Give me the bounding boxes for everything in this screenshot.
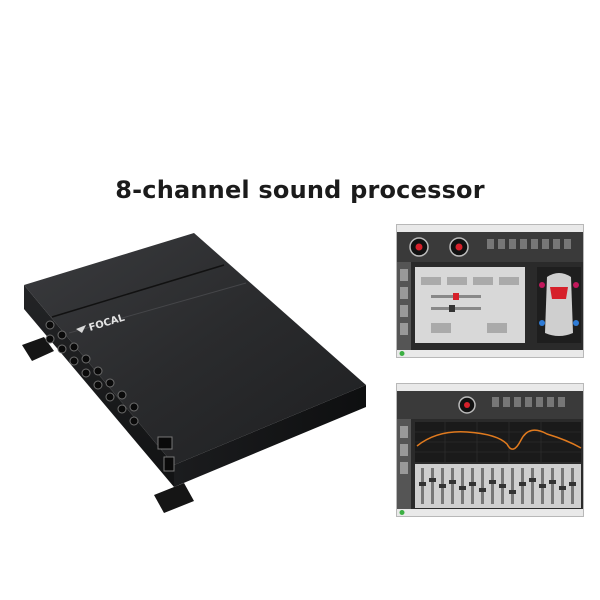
focal-logo-icon	[76, 325, 86, 333]
mounting-tab-front	[154, 483, 194, 513]
eq-curve-icon	[416, 429, 582, 450]
headline: 8-channel sound processor	[115, 176, 485, 204]
power-connector-icon	[157, 436, 175, 472]
dsp-device-photo: FOCAL	[14, 225, 374, 529]
software-screenshot-equalizer	[396, 383, 584, 517]
car-top-view-icon	[537, 267, 581, 343]
mounting-tab-left	[22, 337, 54, 361]
device-right-face	[174, 385, 366, 487]
knob-icon	[409, 237, 469, 257]
rca-jack-icon	[45, 320, 139, 426]
device-top-face	[24, 233, 366, 465]
software-screenshot-routing	[396, 224, 584, 358]
dsp-device-illustration: FOCAL	[22, 233, 366, 513]
